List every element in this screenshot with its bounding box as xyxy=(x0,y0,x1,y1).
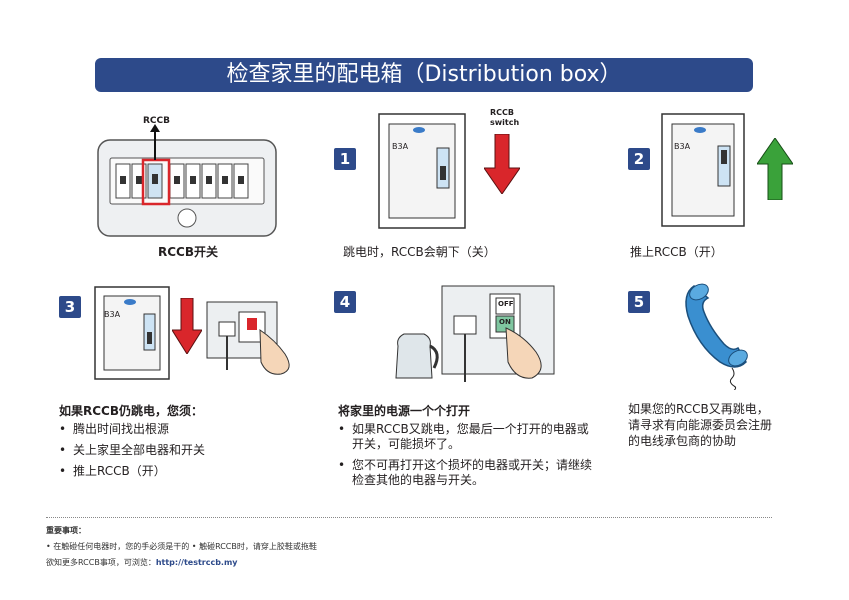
step-1-number: 1 xyxy=(334,148,356,170)
page-title: 检查家里的配电箱（Distribution box） xyxy=(95,58,753,92)
rccb-label: RCCB xyxy=(143,116,170,126)
step-2-number: 2 xyxy=(628,148,650,170)
arrow-down-icon xyxy=(483,133,521,198)
step-3-breaker-text: B3A xyxy=(104,310,121,319)
step-1-caption: 跳电时，RCCB会朝下（关） xyxy=(343,245,496,259)
telephone-handset-icon xyxy=(680,280,760,393)
footer-line2: 欲知更多RCCB事项，可浏览：http://testrccb.my xyxy=(46,557,238,568)
switch-on-label: ON xyxy=(499,318,511,326)
switch-off-label: OFF xyxy=(498,300,514,308)
step-3-heading: 如果RCCB仍跳电，您须： xyxy=(59,404,204,418)
step-1-breaker-text: B3A xyxy=(392,142,409,151)
divider xyxy=(46,517,772,518)
footer-heading: 重要事项： xyxy=(46,526,86,535)
step-4-list: 如果RCCB又跳电，您最后一个打开的电器或开关，可能损坏了。 您不可再打开这个损… xyxy=(338,422,593,494)
step-4-heading: 将家里的电源一个个打开 xyxy=(338,404,471,418)
rccb-down-illustration xyxy=(375,108,470,233)
footer-line2-prefix: 欲知更多RCCB事项，可浏览： xyxy=(46,558,156,567)
step-5-number: 5 xyxy=(628,291,650,313)
step-3-list: 腾出时间找出根源 关上家里全部电器和开关 推上RCCB（开） xyxy=(59,422,309,485)
step-2-caption: 推上RCCB（开） xyxy=(630,245,723,259)
list-item: 关上家里全部电器和开关 xyxy=(59,443,309,458)
step-4-number: 4 xyxy=(334,291,356,313)
rccb-caption: RCCB开关 xyxy=(158,245,219,259)
list-item: 推上RCCB（开） xyxy=(59,464,309,479)
step-2-breaker-text: B3A xyxy=(674,142,691,151)
rccb-up-illustration xyxy=(658,110,748,232)
list-item: 腾出时间找出根源 xyxy=(59,422,309,437)
distribution-panel-illustration xyxy=(92,110,282,240)
rccb-switch-label-line1: RCCB xyxy=(490,108,514,117)
arrow-down-icon xyxy=(171,297,203,358)
step-5-text: 如果您的RCCB又再跳电，请寻求有向能源委员会注册的电线承包商的协助 xyxy=(628,402,773,448)
wall-socket-hand-illustration xyxy=(205,300,300,378)
arrow-up-icon xyxy=(756,137,794,204)
kettle-socket-illustration xyxy=(386,282,566,386)
more-info-link[interactable]: http://testrccb.my xyxy=(155,558,238,567)
list-item: 如果RCCB又跳电，您最后一个打开的电器或开关，可能损坏了。 xyxy=(338,422,593,452)
rccb-still-tripping-illustration xyxy=(92,284,172,382)
rccb-switch-label-line2: switch xyxy=(490,118,520,127)
step-3-number: 3 xyxy=(59,296,81,318)
footer-line1: • 在触碰任何电器时，您的手必须是干的 • 触碰RCCB时，请穿上胶鞋或拖鞋 xyxy=(46,542,317,551)
list-item: 您不可再打开这个损坏的电器或开关；请继续检查其他的电器与开关。 xyxy=(338,458,593,488)
